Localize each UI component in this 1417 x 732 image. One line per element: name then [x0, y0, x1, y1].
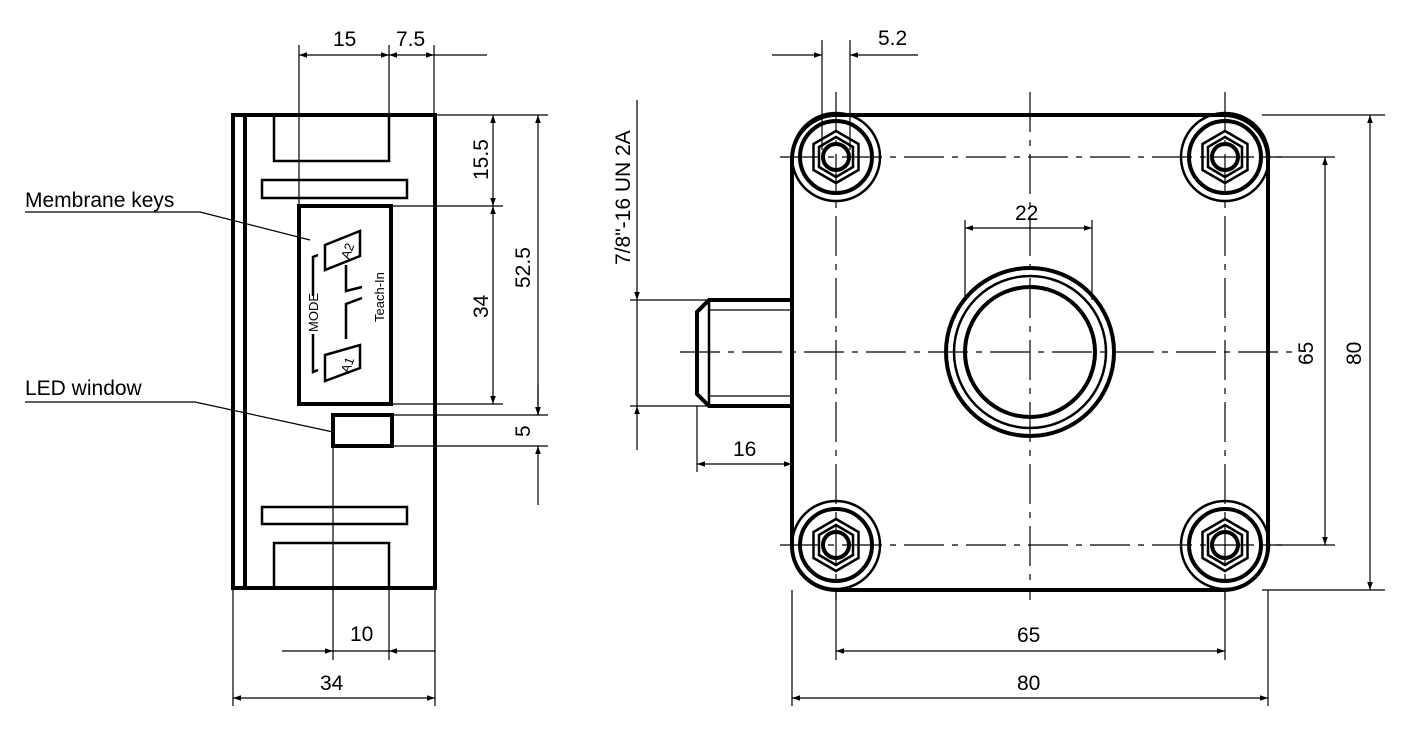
teach-in-label: Teach-In — [372, 272, 387, 322]
dim-7-5: 7.5 — [396, 28, 425, 51]
screw-bottom-right — [1179, 499, 1271, 591]
dim-22: 22 — [1015, 202, 1038, 225]
top-slot — [260, 178, 409, 200]
center-lines — [680, 92, 1292, 600]
bottom-notch — [272, 541, 391, 588]
center-bore — [944, 266, 1116, 438]
top-dimension-lines — [298, 45, 487, 206]
key-a2-label: A2 — [338, 241, 358, 261]
screw-top-left — [790, 111, 882, 203]
housing-outline — [231, 113, 437, 590]
dim-52-5: 52.5 — [512, 247, 535, 288]
dim-34-height: 34 — [470, 294, 493, 318]
dim-34-width: 34 — [320, 672, 344, 695]
membrane-keypad — [297, 204, 393, 406]
key-a2 — [323, 229, 362, 272]
dim-thread: 7/8"-16 UN 2A — [612, 130, 635, 265]
dim-80-vertical: 80 — [1343, 342, 1366, 365]
right-dimension-lines-front — [1262, 114, 1385, 591]
connector-dimension-lines — [696, 406, 793, 706]
screw-bottom-left — [790, 499, 882, 591]
led-window — [331, 413, 394, 448]
dim-5-2: 5.2 — [878, 27, 907, 50]
bottom-dimension-lines — [232, 446, 436, 706]
side-view: MODE A2 A1 Teach-In Membrane keys LED wi… — [25, 28, 548, 706]
front-view: 7/8"-16 UN 2A 16 5.2 22 — [612, 27, 1385, 706]
bottom-dimension-lines-front — [792, 590, 1269, 706]
dim-65-vertical: 65 — [1295, 342, 1318, 365]
membrane-keys-label: Membrane keys — [25, 189, 174, 212]
dim-5: 5 — [512, 425, 535, 437]
bottom-slot — [260, 505, 409, 526]
mounting-screws — [790, 111, 1271, 591]
top-notch — [272, 115, 391, 163]
key-a1 — [323, 343, 362, 383]
dim-80-horizontal: 80 — [1017, 672, 1040, 695]
led-window-label: LED window — [25, 377, 143, 400]
dim-15-5: 15.5 — [470, 139, 493, 180]
connector-thread — [695, 298, 792, 408]
bore-dimension-lines — [964, 220, 1093, 300]
right-dimension-lines — [391, 114, 548, 505]
screw-top-right — [1179, 111, 1271, 203]
hole-dimension-lines — [772, 40, 918, 150]
keypad-symbols: MODE A2 A1 Teach-In — [306, 229, 387, 383]
thread-dimension-lines — [630, 100, 709, 450]
dim-15: 15 — [333, 28, 356, 51]
key-a1-label: A1 — [338, 355, 358, 375]
led-window-leader — [25, 401, 334, 433]
dim-16: 16 — [733, 438, 756, 461]
membrane-keys-leader — [25, 211, 311, 241]
dim-65-horizontal: 65 — [1017, 624, 1040, 647]
mode-label: MODE — [306, 293, 321, 332]
dim-10: 10 — [350, 623, 373, 646]
